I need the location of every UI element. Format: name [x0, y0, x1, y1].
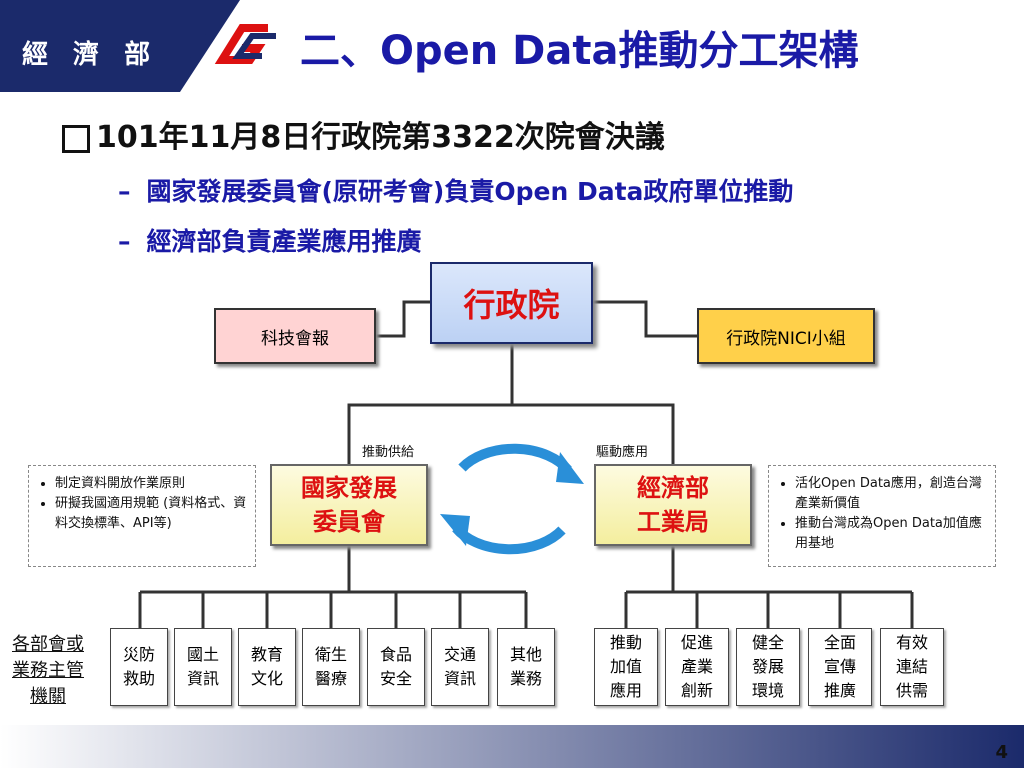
ministry-name: 經 濟 部	[22, 40, 159, 70]
leaf-land: 國土資訊	[174, 628, 232, 706]
list-item: 研擬我國適用規範 (資料格式、資料交換標準、API等)	[55, 494, 247, 534]
nici-group-box: 行政院NICI小組	[697, 308, 875, 364]
sub-item-ndc: –國家發展委員會(原研考會)負責Open Data政府單位推動	[118, 177, 794, 206]
executive-yuan-box: 行政院	[430, 262, 593, 344]
agencies-label: 各部會或 業務主管 機關	[12, 634, 84, 707]
sub-item-moea: –經濟部負責產業應用推廣	[118, 227, 422, 256]
footer-band	[0, 725, 1024, 768]
leaf-connect: 有效連結供需	[880, 628, 944, 706]
note-ndc-tasks: 制定資料開放作業原則 研擬我國適用規範 (資料格式、資料交換標準、API等)	[28, 465, 256, 567]
leaf-other: 其他業務	[497, 628, 555, 706]
leaf-education: 教育文化	[238, 628, 296, 706]
list-item: 推動台灣成為Open Data加值應用基地	[795, 514, 987, 554]
leaf-environment: 健全發展環境	[736, 628, 800, 706]
label-supply: 推動供給	[362, 445, 415, 460]
idb-box: 經濟部工業局	[594, 464, 752, 546]
page-number: 4	[995, 742, 1008, 763]
checkbox-bullet-icon	[62, 124, 90, 153]
cycle-arrows-icon	[452, 443, 572, 555]
ministry-logo	[168, 0, 290, 92]
label-apply: 驅動應用	[596, 445, 649, 460]
list-item: 活化Open Data應用，創造台灣產業新價值	[795, 474, 987, 514]
page-title: 二、Open Data推動分工架構	[300, 28, 859, 74]
tech-council-box: 科技會報	[214, 308, 376, 364]
leaf-health: 衛生醫療	[302, 628, 360, 706]
list-item: 制定資料開放作業原則	[55, 474, 247, 494]
main-bullet: 101年11月8日行政院第3322次院會決議	[62, 112, 665, 156]
leaf-innovation: 促進產業創新	[665, 628, 729, 706]
note-idb-tasks: 活化Open Data應用，創造台灣產業新價值 推動台灣成為Open Data加…	[768, 465, 996, 567]
leaf-transport: 交通資訊	[431, 628, 489, 706]
leaf-promotion: 全面宣傳推廣	[808, 628, 872, 706]
ndc-box: 國家發展委員會	[270, 464, 428, 546]
leaf-value-added: 推動加值應用	[594, 628, 658, 706]
leaf-disaster: 災防救助	[110, 628, 168, 706]
leaf-food: 食品安全	[367, 628, 425, 706]
